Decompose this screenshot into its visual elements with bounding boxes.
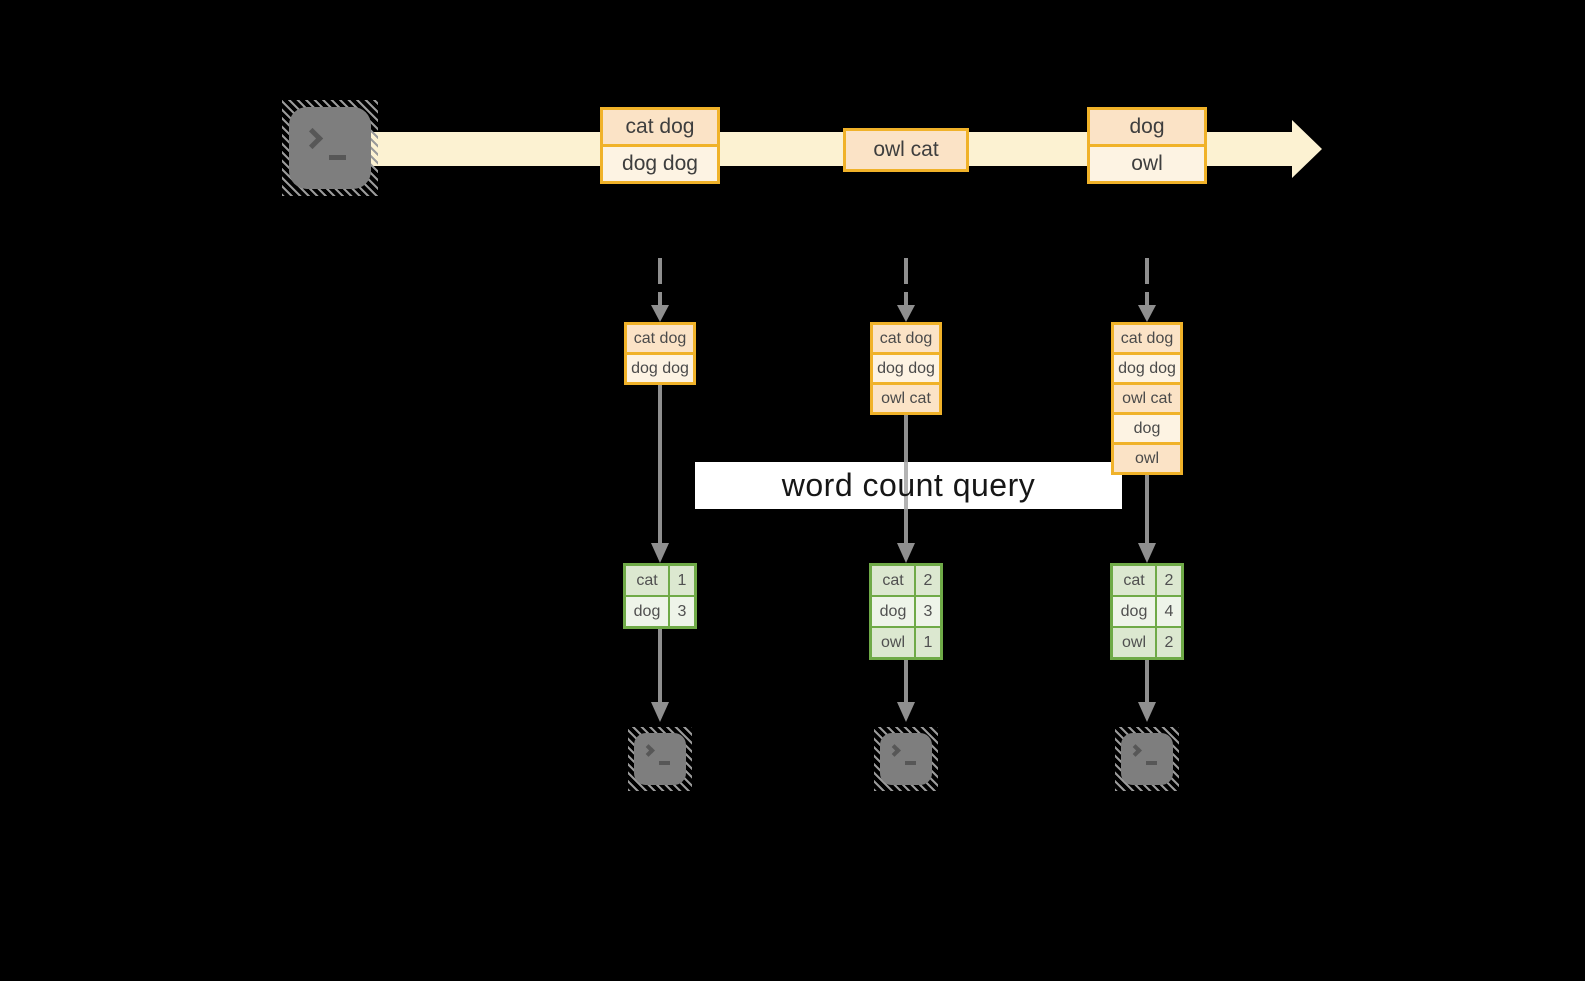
record-row: owl cat [870,382,942,415]
stream-batch-1: cat dog dog dog [600,107,720,184]
count-cell: 3 [670,597,694,626]
prompt-underscore-icon [1146,761,1157,765]
arrow-through-query-box [904,462,908,509]
terminal-sink-icon [628,727,692,791]
count-cell: 1 [670,566,694,595]
input-table-3: cat dog dog dog owl cat dog owl [1111,322,1183,475]
prompt-chevron-icon [301,127,324,150]
word-cell: dog [1113,597,1155,626]
word-cell: dog [626,597,668,626]
word-cell: cat [626,566,668,595]
prompt-chevron-icon [888,744,901,757]
query-label: word count query [781,467,1036,503]
count-cell: 3 [916,597,940,626]
count-table-1: cat 1 dog 3 [623,563,697,629]
arrowhead-icon [651,543,669,563]
terminal-sink-icon [1115,727,1179,791]
word-cell: owl [1113,628,1155,657]
arrow-shaft [1145,473,1149,543]
prompt-chevron-icon [642,744,655,757]
record-row: dog dog [1111,352,1183,385]
terminal-source-icon [282,100,378,196]
prompt-underscore-icon [329,155,346,160]
arrow-shaft [904,509,908,543]
count-cell: 2 [1157,628,1181,657]
terminal-sink-icon [874,727,938,791]
dashed-arrowhead-icon [897,305,915,322]
count-cell: 2 [1157,566,1181,595]
stream-record: owl [1087,144,1207,184]
dashed-arrowhead-icon [651,305,669,322]
terminal-screen [634,733,686,785]
record-row: owl cat [1111,382,1183,415]
word-cell: cat [1113,566,1155,595]
input-table-1: cat dog dog dog [624,322,696,385]
arrow-shaft [658,629,662,702]
dashed-arrow-segment [658,258,662,284]
record-row: cat dog [870,322,942,355]
arrowhead-icon [897,543,915,563]
terminal-screen [289,107,371,189]
arrow-shaft [1145,660,1149,702]
dashed-arrow-segment [904,258,908,284]
stream-batch-2: owl cat [843,128,969,172]
count-cell: 4 [1157,597,1181,626]
dashed-arrow-shaft [904,292,908,307]
record-row: cat dog [1111,322,1183,355]
arrow-shaft [904,660,908,702]
prompt-underscore-icon [659,761,670,765]
arrowhead-icon [897,702,915,722]
stream-record: dog [1087,107,1207,147]
count-table-3: cat 2 dog 4 owl 2 [1110,563,1184,660]
stream-arrowhead-icon [1292,120,1322,178]
dashed-arrowhead-icon [1138,305,1156,322]
word-cell: owl [872,628,914,657]
stream-record: dog dog [600,144,720,184]
terminal-screen [880,733,932,785]
arrowhead-icon [1138,702,1156,722]
stream-batch-3: dog owl [1087,107,1207,184]
record-row: dog dog [624,352,696,385]
prompt-underscore-icon [905,761,916,765]
stream-record: owl cat [843,128,969,172]
dashed-arrow-shaft [1145,292,1149,307]
arrow-shaft [904,413,908,462]
query-box [695,462,1122,509]
stream-record: cat dog [600,107,720,147]
record-row: dog dog [870,352,942,385]
record-row: owl [1111,442,1183,475]
count-cell: 1 [916,628,940,657]
count-table-2: cat 2 dog 3 owl 1 [869,563,943,660]
prompt-chevron-icon [1129,744,1142,757]
count-cell: 2 [916,566,940,595]
word-cell: dog [872,597,914,626]
record-row: dog [1111,412,1183,445]
arrow-shaft [658,383,662,543]
dashed-arrow-segment [1145,258,1149,284]
record-row: cat dog [624,322,696,355]
input-table-2: cat dog dog dog owl cat [870,322,942,415]
dashed-arrow-shaft [658,292,662,307]
arrowhead-icon [651,702,669,722]
arrowhead-icon [1138,543,1156,563]
word-cell: cat [872,566,914,595]
terminal-screen [1121,733,1173,785]
